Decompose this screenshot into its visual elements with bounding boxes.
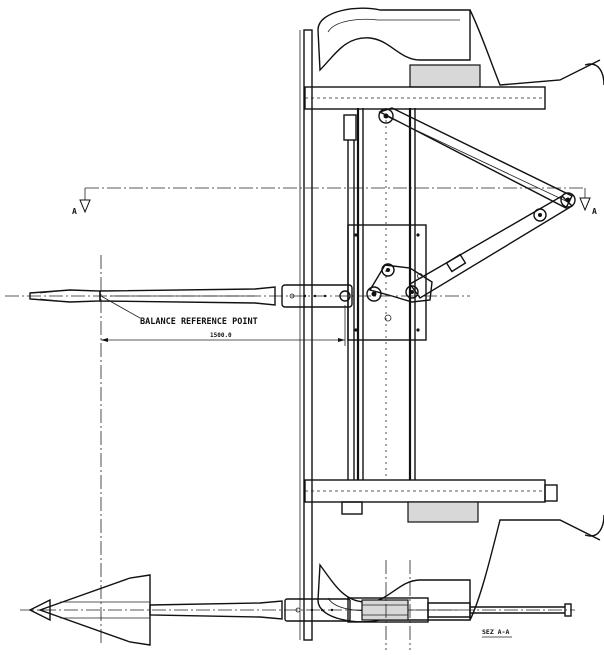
section-mark-left: A (72, 207, 77, 216)
section-mark-right: A (592, 207, 597, 216)
section-title: SEZ A-A (482, 628, 509, 636)
lower-support-frame (304, 479, 604, 623)
linkage-arms (366, 107, 576, 303)
carriage-block (347, 224, 427, 341)
balance-reference: BALANCE REFERENCE POINT 1500.0 (100, 255, 346, 645)
balance-reference-label: BALANCE REFERENCE POINT (140, 317, 258, 327)
dimension-label: 1500.0 (210, 332, 232, 339)
model-plan-view (5, 284, 470, 308)
section-line-a-a: A A (72, 187, 597, 216)
upper-support-frame (304, 7, 604, 110)
section-a-a-view: SEZ A-A (20, 574, 575, 646)
